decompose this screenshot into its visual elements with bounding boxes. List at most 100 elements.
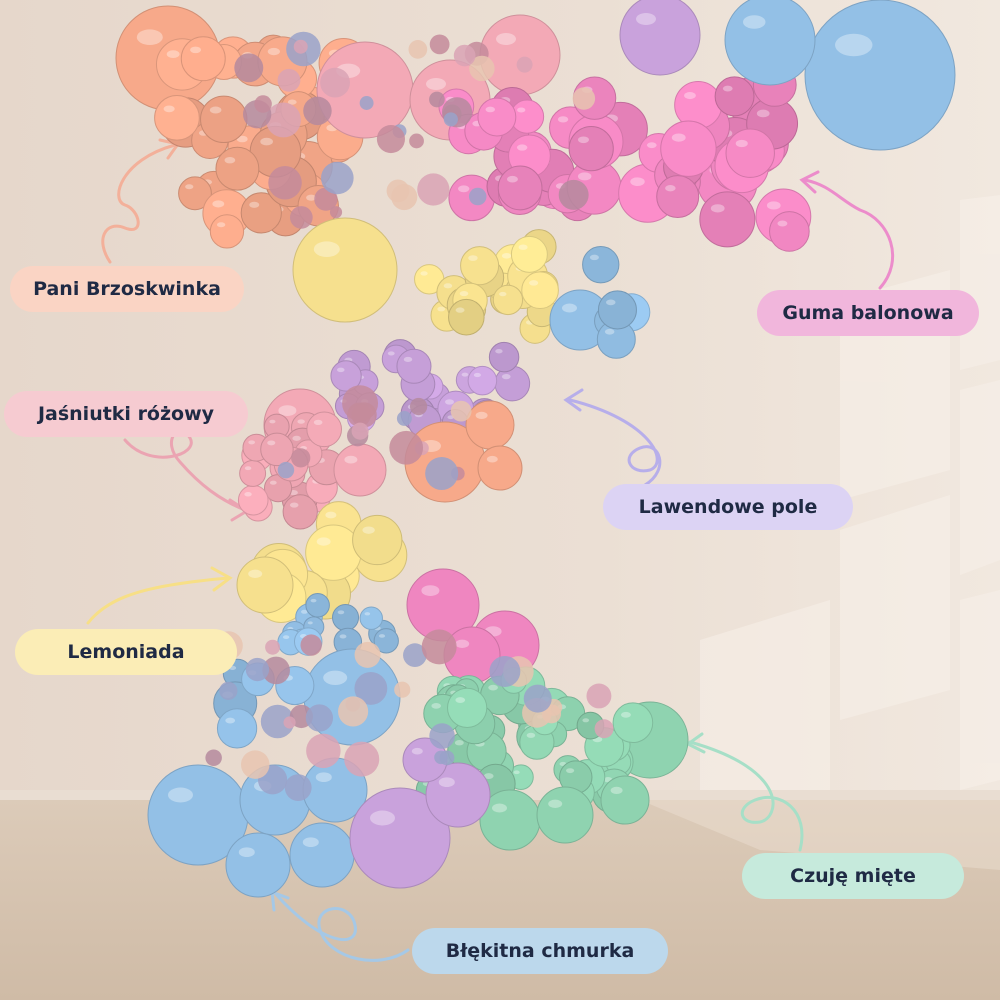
balloon-highlight <box>577 172 592 181</box>
balloon <box>699 191 756 248</box>
balloon <box>465 400 515 450</box>
balloon-highlight <box>287 99 297 105</box>
balloon-highlight <box>443 283 453 289</box>
balloon-highlight <box>495 349 503 354</box>
balloon-highlight <box>577 136 589 144</box>
balloon <box>597 290 637 330</box>
balloon <box>154 94 200 141</box>
balloon-highlight <box>665 185 676 192</box>
flower <box>262 656 290 685</box>
flower <box>344 741 380 777</box>
flower <box>354 672 388 705</box>
balloon-highlight <box>454 740 464 746</box>
balloon-highlight <box>297 419 305 424</box>
balloon-highlight <box>455 307 465 313</box>
balloon-highlight <box>526 732 536 738</box>
flower <box>351 422 369 440</box>
balloon-highlight <box>212 200 225 208</box>
flower <box>241 750 270 779</box>
balloon-highlight <box>370 810 395 826</box>
floor-light <box>640 800 1000 870</box>
balloon <box>492 284 524 316</box>
balloon <box>239 459 267 487</box>
balloon-highlight <box>485 106 495 113</box>
balloon-highlight <box>620 711 631 718</box>
balloon-highlight <box>589 254 599 261</box>
balloon-highlight <box>426 78 446 90</box>
arrow-mint <box>688 740 804 852</box>
flower <box>305 704 334 732</box>
flower <box>409 397 428 416</box>
flower <box>376 124 405 154</box>
flower <box>421 629 457 665</box>
balloon-highlight <box>387 351 395 356</box>
balloon-highlight <box>475 411 488 419</box>
balloon-highlight <box>306 194 317 201</box>
balloon <box>333 443 387 497</box>
balloon-highlight <box>671 133 686 142</box>
balloon-highlight <box>437 306 446 312</box>
flower <box>277 461 295 479</box>
balloon <box>240 192 282 234</box>
balloon <box>714 76 755 117</box>
balloon-highlight <box>336 367 345 373</box>
balloon-highlight <box>323 670 348 685</box>
balloon-highlight <box>766 201 781 210</box>
flower <box>516 56 533 73</box>
balloon <box>582 245 620 284</box>
flower <box>489 656 521 687</box>
balloon-highlight <box>684 92 696 100</box>
balloon-highlight <box>473 372 481 378</box>
balloon-highlight <box>461 372 469 377</box>
balloon <box>349 787 451 889</box>
balloon-highlight <box>604 328 615 335</box>
balloon-highlight <box>636 13 656 25</box>
flower <box>291 448 311 468</box>
flower <box>303 96 332 126</box>
balloon-highlight <box>244 466 252 471</box>
balloon-highlight <box>630 177 645 187</box>
flower <box>265 639 281 655</box>
balloon-highlight <box>459 290 469 297</box>
arrows <box>86 138 895 962</box>
flower <box>429 91 445 108</box>
balloon <box>236 556 294 614</box>
label-sky-blue: Błękitna chmurka <box>412 928 668 974</box>
balloon-highlight <box>185 184 194 190</box>
flower <box>359 96 374 110</box>
label-light-pink: Jaśniutki różowy <box>4 391 248 437</box>
balloon-highlight <box>710 204 725 213</box>
balloon-highlight <box>325 511 337 519</box>
flower <box>293 39 308 54</box>
flower <box>394 681 411 698</box>
balloon-highlight <box>310 598 317 603</box>
flower <box>469 55 495 82</box>
balloon <box>536 786 594 844</box>
balloon <box>216 708 258 749</box>
balloon-highlight <box>163 105 175 113</box>
balloon-highlight <box>282 635 290 640</box>
balloon <box>488 341 520 373</box>
balloon-highlight <box>224 156 236 164</box>
balloon-highlight <box>316 537 331 546</box>
balloon-highlight <box>315 772 332 782</box>
balloon-highlight <box>364 612 371 616</box>
balloon-highlight <box>506 175 518 183</box>
balloon-highlight <box>501 374 511 380</box>
balloon-highlight <box>777 220 788 227</box>
balloon-highlight <box>445 399 454 405</box>
flower <box>586 683 612 709</box>
balloon-highlight <box>557 116 569 123</box>
balloon-highlight <box>289 502 299 508</box>
flower <box>266 102 301 138</box>
balloon <box>467 365 498 396</box>
flower <box>245 657 270 682</box>
balloon-highlight <box>566 768 575 774</box>
balloon-highlight <box>516 144 528 151</box>
balloon <box>305 593 330 618</box>
flower <box>268 166 302 200</box>
balloon-highlight <box>722 85 733 92</box>
balloon <box>612 702 654 744</box>
flower <box>320 67 350 98</box>
